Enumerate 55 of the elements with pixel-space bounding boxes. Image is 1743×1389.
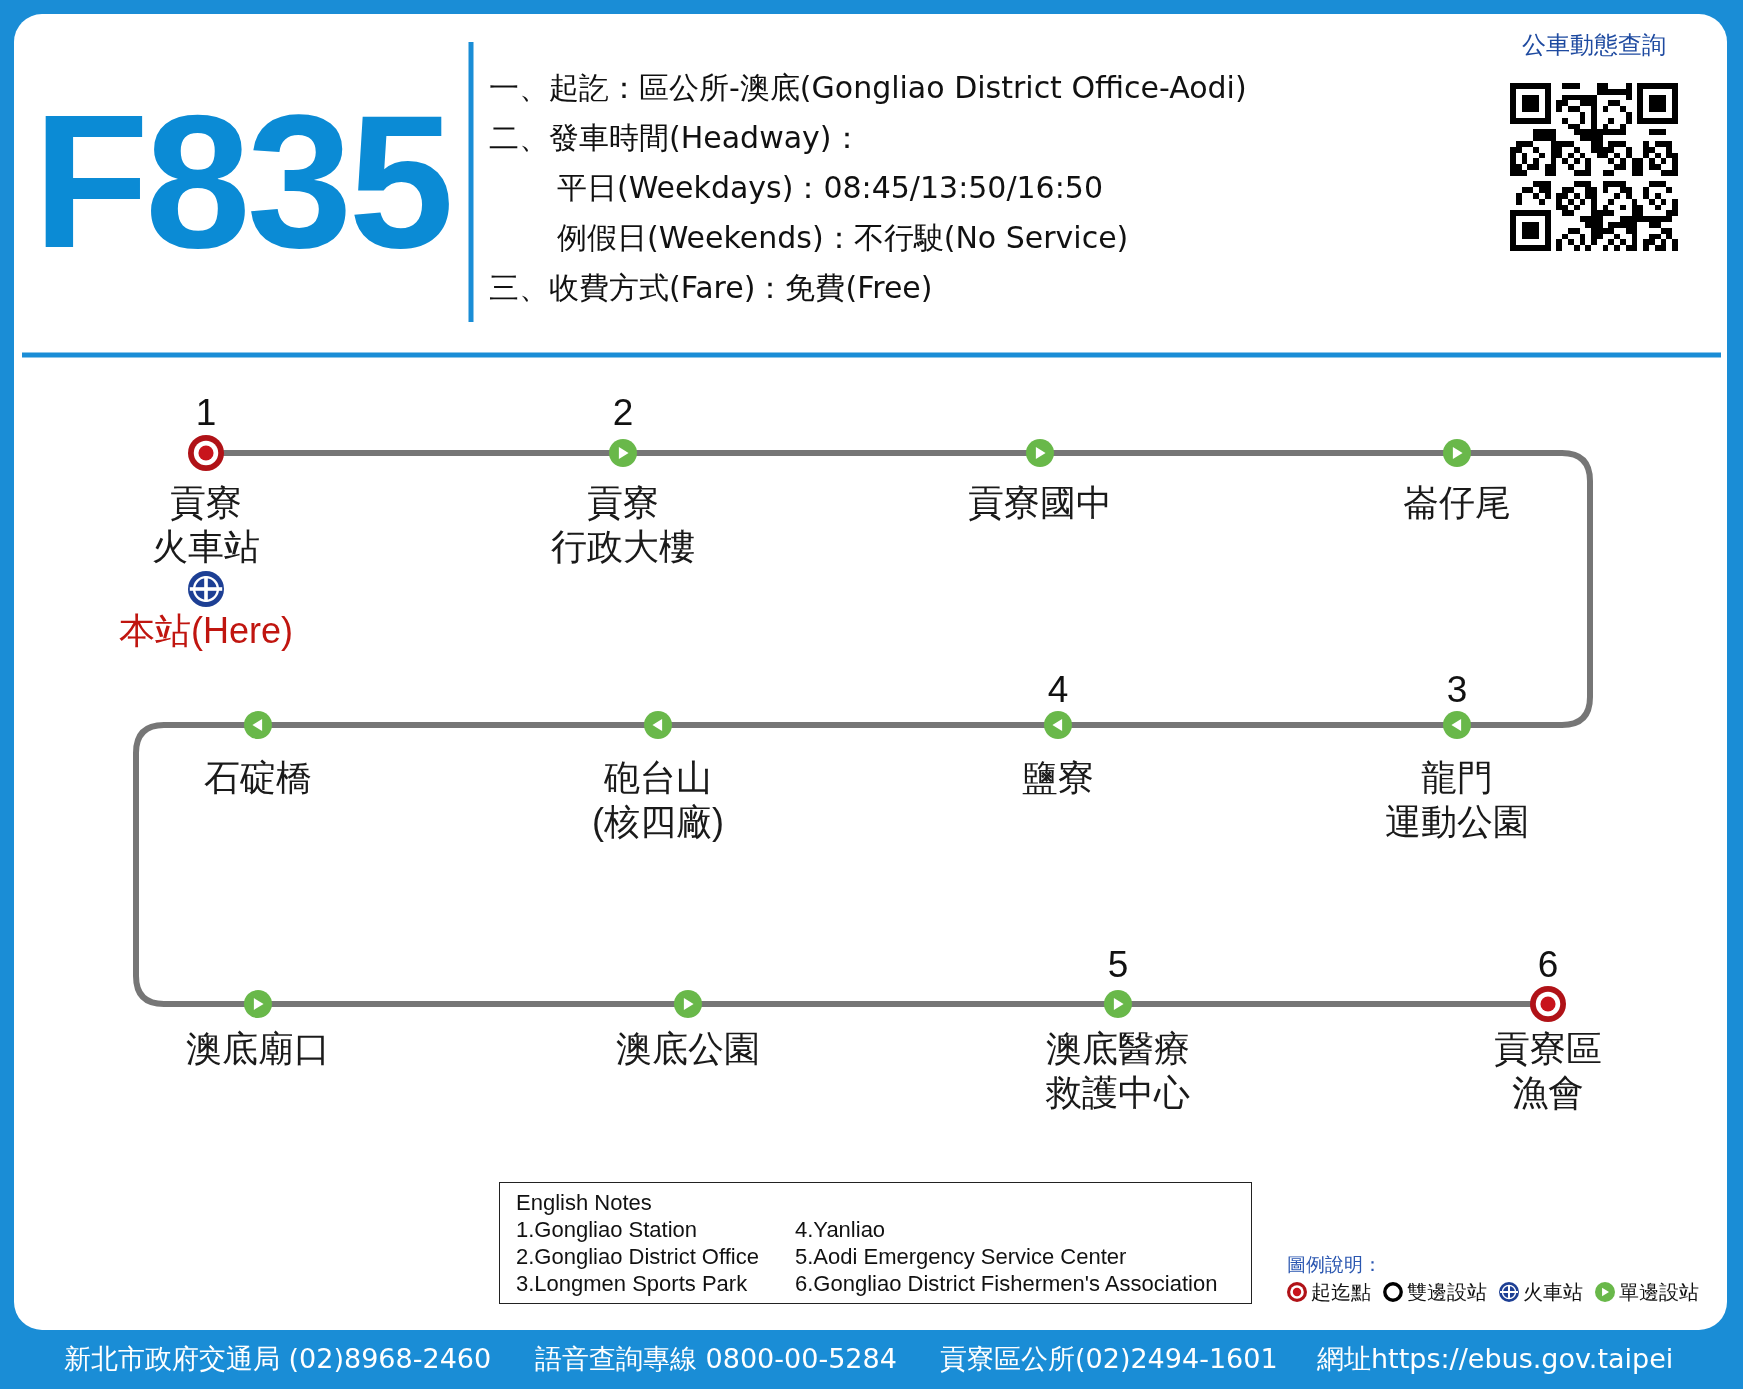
qr-caption: 公車動態查詢 <box>1522 29 1666 60</box>
route-line <box>635 450 1028 456</box>
note-item: 2.Gongliao District Office <box>516 1243 759 1271</box>
footer-text: 貢寮區公所(02)2494-1601 <box>940 1341 1278 1376</box>
notes-heading: English Notes <box>516 1189 652 1217</box>
route-line <box>270 1001 676 1007</box>
stop-name: 貢寮行政大樓 <box>551 481 695 569</box>
stop-number: 5 <box>1107 942 1129 987</box>
note-item: 4.Yanliao <box>795 1216 886 1244</box>
route-line <box>133 722 246 1007</box>
note-item: 6.Gongliao District Fishermen's Association <box>795 1270 1218 1298</box>
stop-number: 6 <box>1537 942 1559 987</box>
stop-name: 貢寮國中 <box>968 481 1112 525</box>
stop-number: 3 <box>1446 667 1468 712</box>
bus-stop <box>592 711 724 844</box>
note-item: 5.Aodi Emergency Service Center <box>795 1243 1127 1271</box>
route-line <box>670 722 1046 728</box>
route-line <box>1052 450 1445 456</box>
stop-number: 1 <box>195 390 217 435</box>
route-line <box>222 450 611 456</box>
route-line <box>700 1001 1106 1007</box>
footer-text: 新北市政府交通局 (02)8968-2460 <box>64 1341 492 1376</box>
stop-name: 澳底醫療救護中心 <box>1046 1027 1190 1115</box>
route-line <box>1070 722 1445 728</box>
stop-name: 澳底公園 <box>616 1027 760 1071</box>
info-line: 例假日(Weekends)：不行駛(No Service) <box>557 218 1129 257</box>
route-line <box>270 722 646 728</box>
stop-number: 4 <box>1047 667 1069 712</box>
footer-text: 語音查詢專線 0800-00-5284 <box>535 1341 897 1376</box>
info-line: 二、發車時間(Headway)： <box>489 118 862 157</box>
stop-name: 龍門運動公園 <box>1385 756 1529 844</box>
route-number: F835 <box>33 86 451 276</box>
route-line <box>1130 1001 1532 1007</box>
stop-name: 砲台山(核四廠) <box>592 756 724 844</box>
legend-label: 火車站 <box>1523 1280 1583 1305</box>
stop-name: 貢寮火車站 <box>152 481 260 569</box>
legend-label: 雙邊設站 <box>1407 1280 1487 1305</box>
legend-label: 單邊設站 <box>1619 1280 1699 1305</box>
note-item: 3.Longmen Sports Park <box>516 1270 748 1298</box>
footer-text: 網址https://ebus.gov.taipei <box>1317 1341 1674 1376</box>
legend-title: 圖例說明： <box>1287 1252 1382 1277</box>
legend-label: 起迄點 <box>1311 1280 1371 1305</box>
stop-name: 崙仔尾 <box>1403 481 1511 525</box>
info-line: 三、收費方式(Fare)：免費(Free) <box>489 268 933 307</box>
stop-name: 鹽寮 <box>1022 756 1094 800</box>
notes-box <box>499 1182 1252 1304</box>
stop-name: 貢寮區漁會 <box>1494 1027 1602 1115</box>
note-item: 1.Gongliao Station <box>516 1216 698 1244</box>
here-label: 本站(Here) <box>119 608 293 653</box>
info-line: 平日(Weekdays)：08:45/13:50/16:50 <box>557 168 1103 207</box>
info-line: 一、起訖：區公所-澳底(Gongliao District Office-Aodi) <box>489 68 1247 107</box>
stop-name: 澳底廟口 <box>186 1027 330 1071</box>
stop-number: 2 <box>612 390 634 435</box>
stop-name: 石碇橋 <box>204 756 312 800</box>
route-line <box>1469 450 1593 728</box>
